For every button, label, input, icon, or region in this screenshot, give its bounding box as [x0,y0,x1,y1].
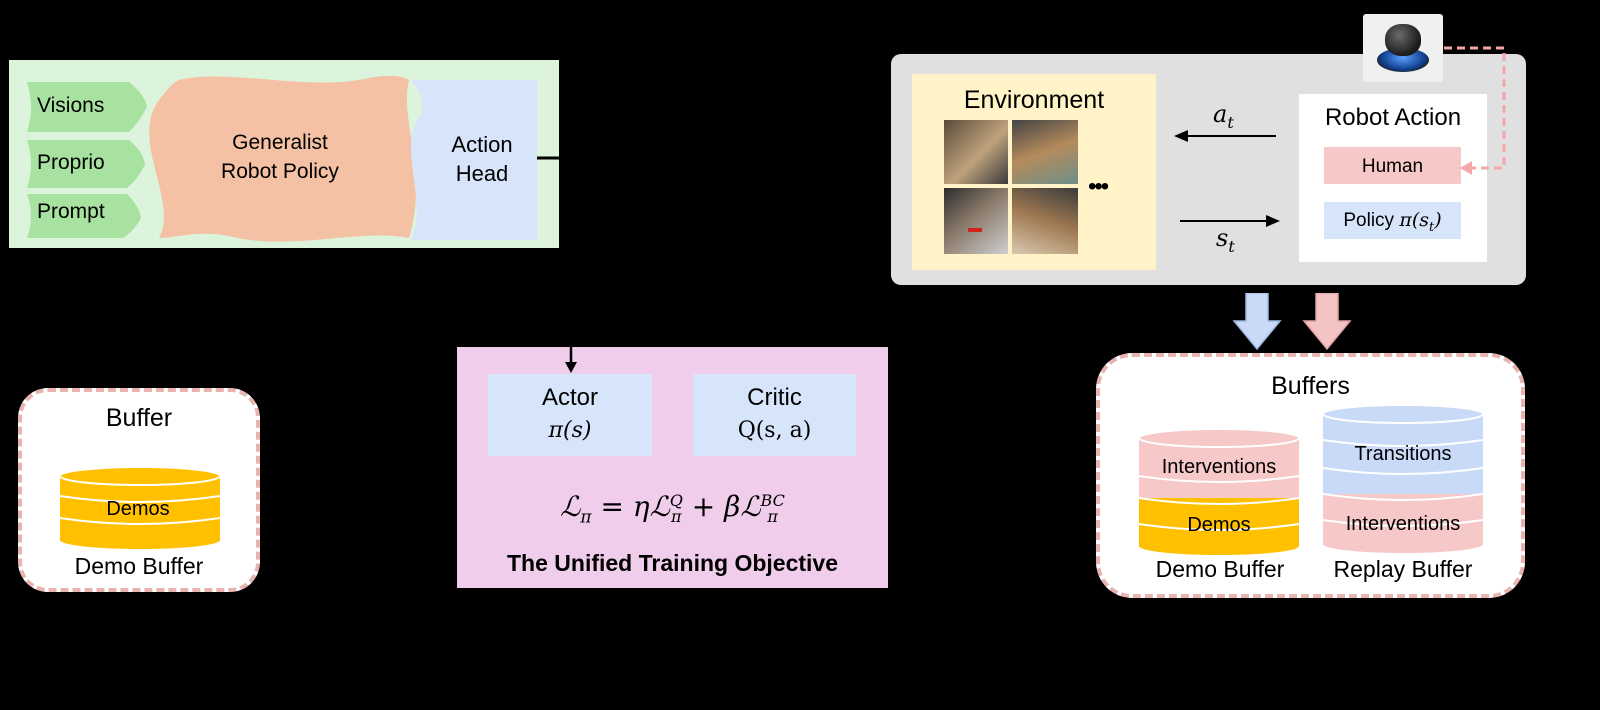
action-arrow [1174,130,1276,142]
actor-math: π(s) [548,418,592,443]
robot-photo-3-accent [968,228,982,232]
policy-math-sub: t [1428,219,1435,235]
demo-buffer-demos: Demos [1187,514,1251,536]
robot-action-title: Robot Action [1324,104,1462,131]
robot-photo-4 [1012,188,1078,254]
human-label: Human [1361,156,1424,177]
formula-t2-sub: π [767,506,778,526]
critic-label: Critic [747,384,802,411]
critic-box [693,374,856,456]
robot-photo-2 [1012,120,1078,184]
input-visions: Visions [37,94,105,117]
environment-label: Environment [963,86,1105,114]
policy-shapes [27,75,561,242]
policy-math-close: ) [1434,209,1442,231]
critic-math: Q(s, a) [737,418,812,443]
replay-buffer-transitions: Transitions [1354,443,1452,465]
state-symbol-sub: t [1228,236,1235,256]
action-head-line1: Action [451,132,513,157]
input-proprio: Proprio [37,151,105,174]
pink-down-arrow [1302,293,1352,351]
demo-layer-label: Demos [106,498,170,520]
spacemouse-icon [1363,14,1443,82]
state-symbol: st [1216,224,1235,256]
objective-caption: The Unified Training Objective [507,550,838,576]
action-head-label: Action Head [432,130,532,188]
policy-box [1324,202,1461,239]
replay-buffer-cylinder [1322,404,1484,553]
formula-eq: = η [600,490,650,523]
formula-plus: + β [691,490,741,523]
state-arrow [1180,215,1280,227]
actor-label: Actor [541,384,598,411]
input-prompt: Prompt [37,200,105,223]
demo-buffer-title: Buffer [105,404,173,432]
buffer-feed-arrows [1232,293,1352,351]
human-control-link [1444,46,1506,175]
demo-buffer-cylinder [1138,428,1300,555]
formula-t2: ℒ [740,490,761,523]
action-symbol: at [1213,100,1234,132]
state-symbol-main: s [1216,224,1229,252]
actor-box [488,374,652,456]
objective-input-arrow [565,346,577,373]
robot-photo-1 [944,120,1008,184]
policy-label: Policy π(st) [1324,209,1461,235]
ellipsis: ••• [1088,173,1109,200]
blue-down-arrow [1232,293,1282,351]
generalist-line1: Generalist [232,131,328,154]
generalist-line2: Robot Policy [221,160,339,183]
formula-lhs-sub: π [580,507,592,528]
buffers-title: Buffers [1271,372,1350,400]
replay-buffer-label: Replay Buffer [1333,556,1473,582]
prompt-input-shape [27,194,141,238]
proprio-input-shape [27,140,145,188]
action-head-shape [410,80,537,240]
robot-photo-3 [944,188,1008,254]
demo-buffer-label: Demo Buffer [1155,556,1285,582]
formula-t1-sup: Q [669,490,683,510]
action-symbol-main: a [1213,100,1228,128]
human-box [1324,147,1461,184]
policy-math-main: π(s [1399,209,1429,231]
replay-buffer-interventions: Interventions [1345,513,1461,535]
formula-t1-sub: π [671,506,682,526]
generalist-policy-label: Generalist Robot Policy [200,128,360,186]
demo-buffer-caption: Demo Buffer [74,553,204,579]
action-head-line2: Head [455,161,509,186]
policy-math: π(st) [1399,209,1442,235]
policy-text: Policy [1343,210,1395,231]
demo-cylinder [59,466,221,549]
demo-buffer-interventions: Interventions [1161,456,1277,478]
generalist-core-shape [149,75,417,242]
formula-lhs: ℒ [560,490,581,523]
formula-t1: ℒ [649,490,670,523]
visions-input-shape [27,82,147,132]
formula-t2-sup: BC [760,490,785,510]
spacemouse-cap [1385,24,1421,56]
action-symbol-sub: t [1227,112,1234,132]
